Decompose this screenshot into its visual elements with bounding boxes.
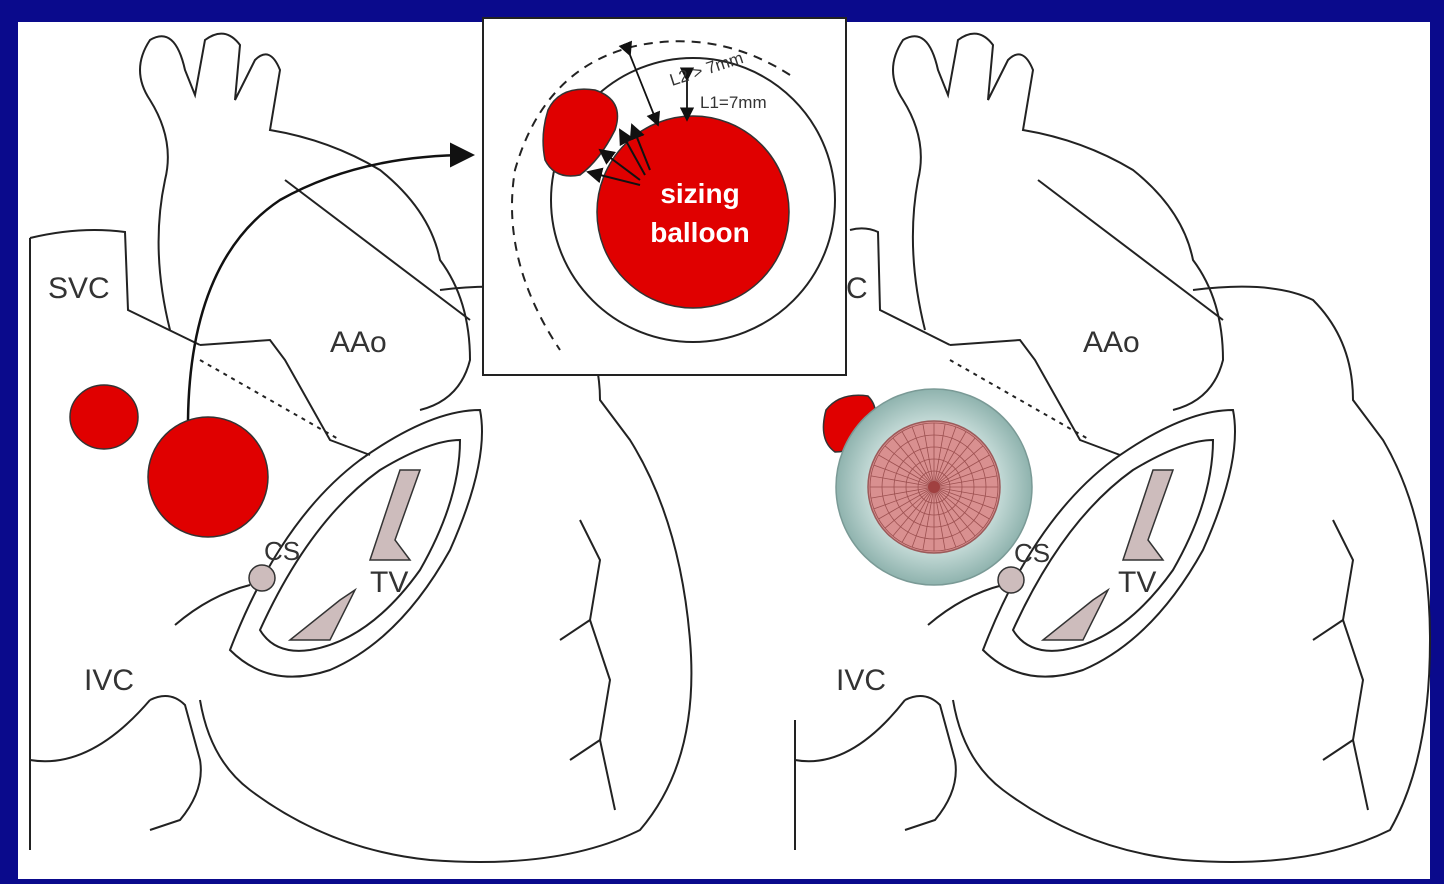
label-cs-right: CS bbox=[1014, 538, 1050, 568]
balloon-label-line1: sizing bbox=[660, 178, 739, 209]
small-defect bbox=[70, 385, 138, 449]
label-tv-right: TV bbox=[1118, 566, 1156, 599]
coronary-sinus-ostium bbox=[249, 565, 275, 591]
label-svc: SVC bbox=[48, 272, 110, 305]
label-ivc-left: IVC bbox=[84, 664, 134, 697]
label-ivc-right: IVC bbox=[836, 664, 886, 697]
septal-occluder-device-icon bbox=[836, 389, 1032, 585]
label-tv-left: TV bbox=[370, 566, 408, 599]
label-cs-left: CS bbox=[264, 536, 300, 566]
label-aao-right: AAo bbox=[1083, 326, 1140, 359]
coronary-sinus-ostium-right bbox=[998, 567, 1024, 593]
label-svc-partial: C bbox=[846, 272, 868, 305]
balloon-label-line2: balloon bbox=[650, 217, 750, 248]
large-defect bbox=[148, 417, 268, 537]
label-aao-left: AAo bbox=[330, 326, 387, 359]
sizing-balloon-inset: L1=7mm L2 > 7mm sizing balloon bbox=[483, 18, 846, 375]
sizing-balloon bbox=[597, 116, 789, 308]
label-l1: L1=7mm bbox=[700, 93, 767, 112]
